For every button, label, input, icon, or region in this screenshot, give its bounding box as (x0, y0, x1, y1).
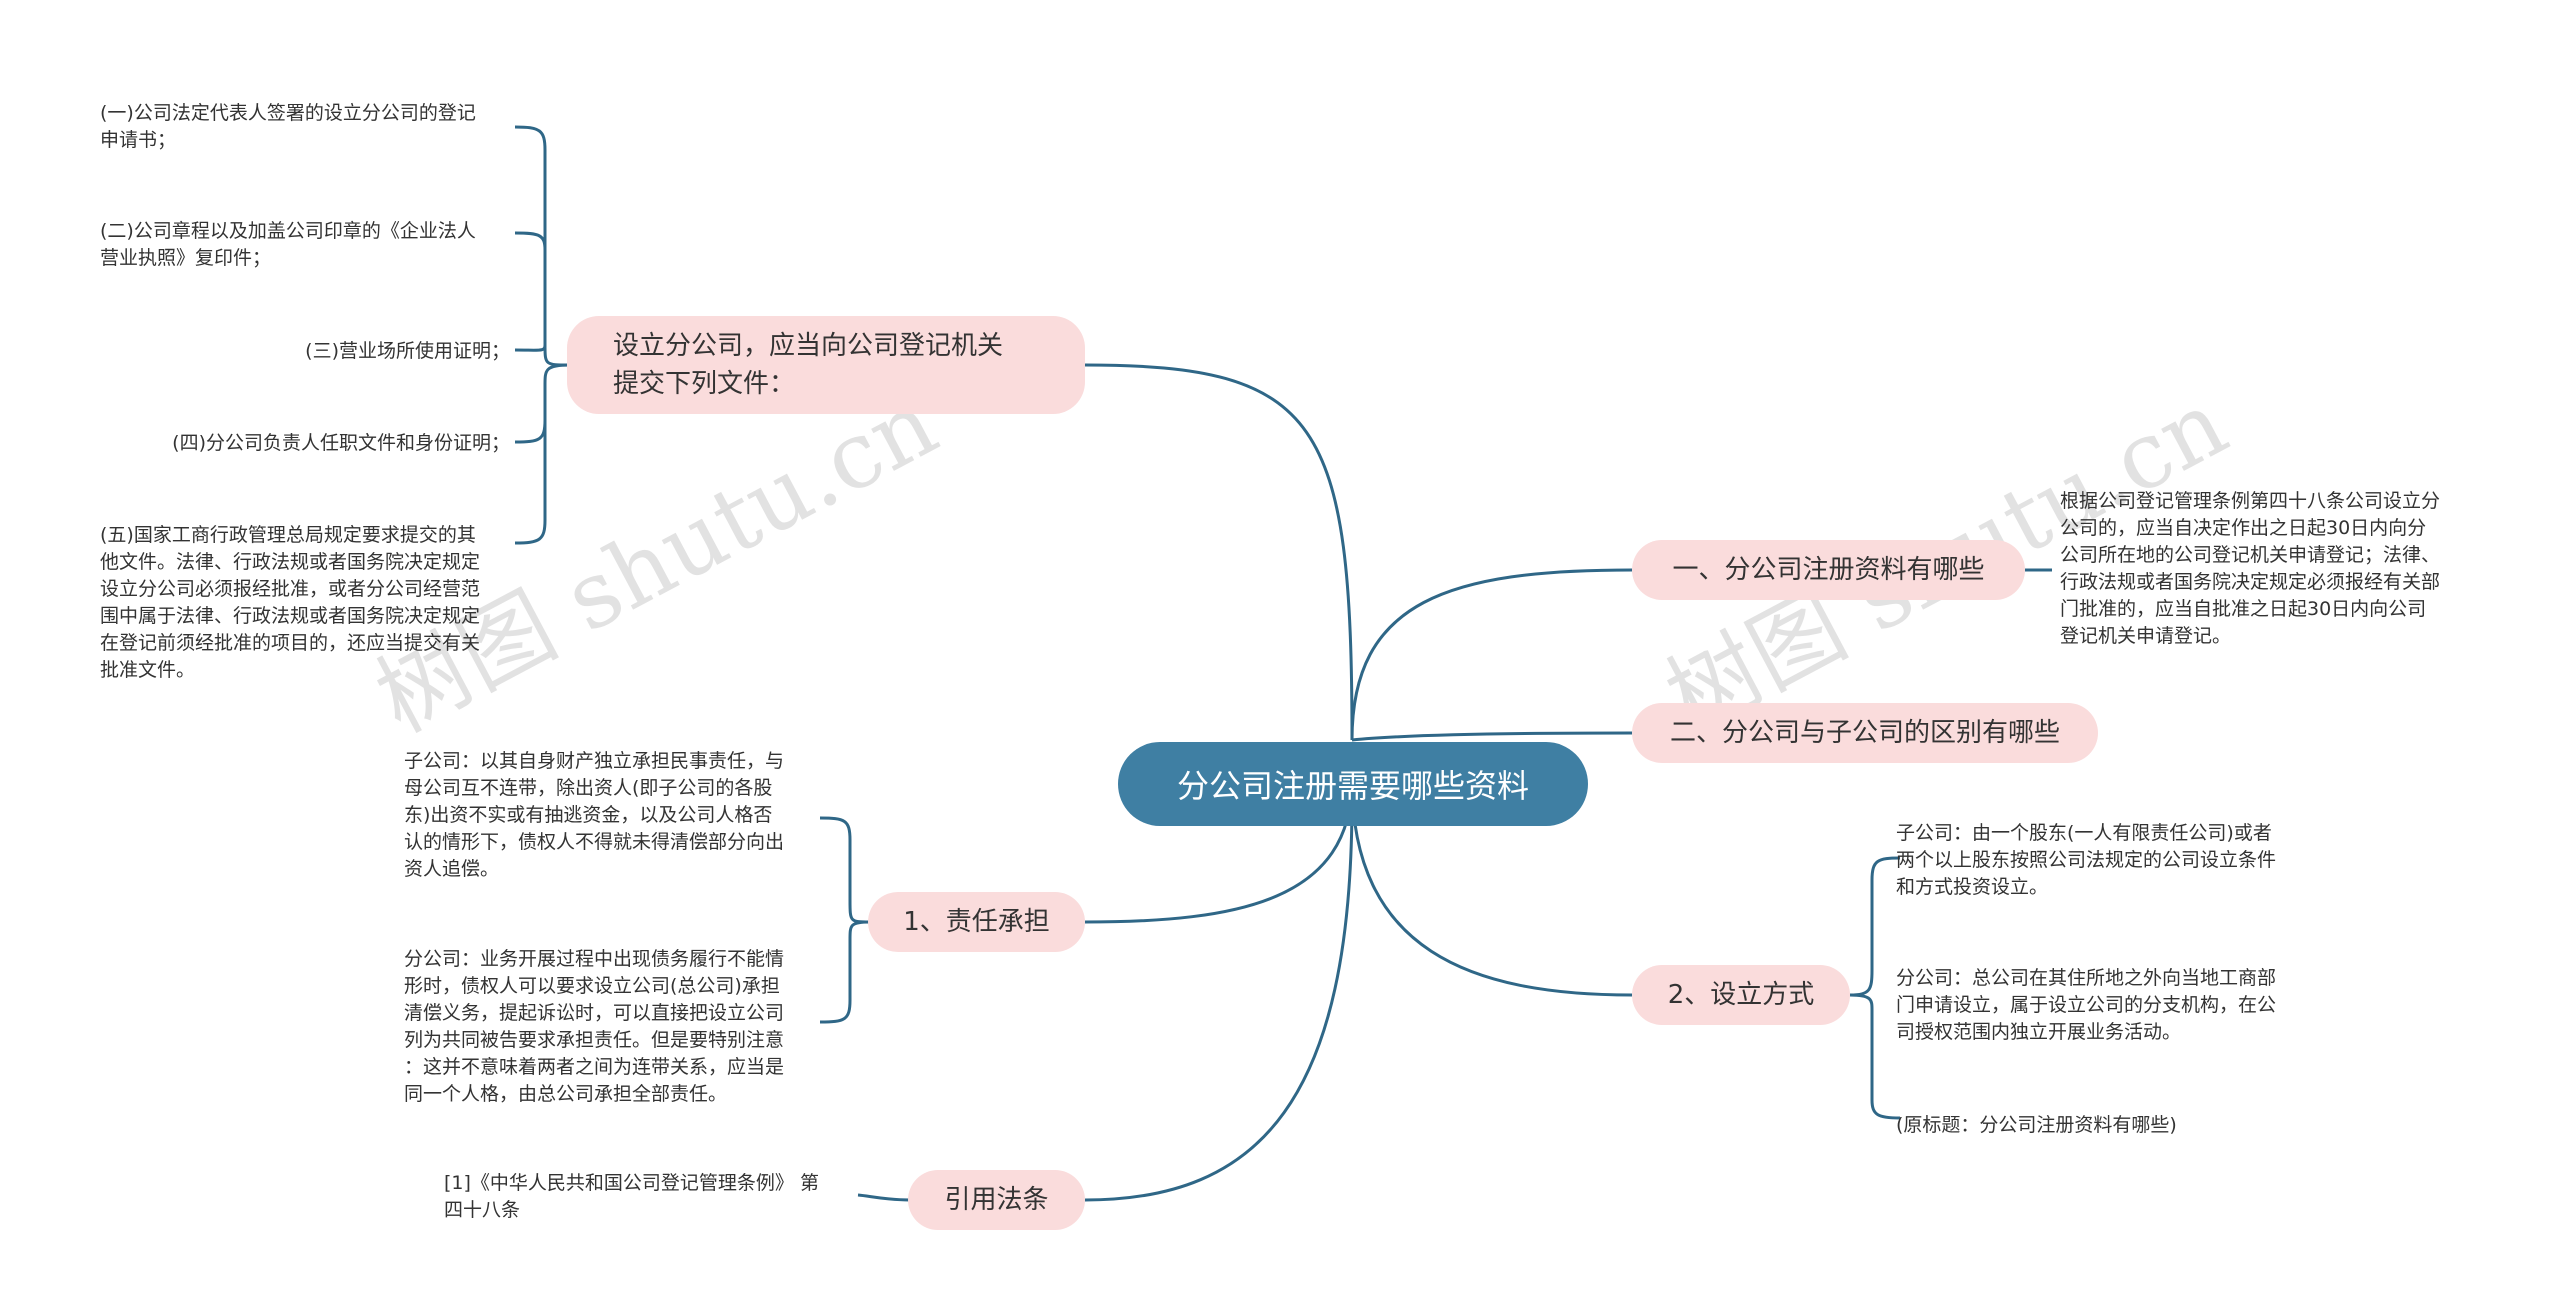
branch-difference[interactable]: 二、分公司与子公司的区别有哪些 (1632, 703, 2098, 763)
bracket-establish (1849, 856, 1901, 1120)
bracket-law-ref (857, 1193, 911, 1202)
link-root-establish (1350, 779, 1633, 997)
branch-what-docs-label: 一、分公司注册资料有哪些 (1672, 555, 1985, 585)
branch-establish[interactable]: 2、设立方式 (1632, 965, 1850, 1025)
branch-liability-label: 1、责任承担 (903, 907, 1050, 937)
leaf-submit-doc-4: (四)分公司负责人任职文件和身份证明； (172, 432, 510, 454)
branch-liability[interactable]: 1、责任承担 (868, 892, 1085, 952)
root-title: 分公司注册需要哪些资料 (1176, 767, 1529, 805)
leaf-original-title: (原标题：分公司注册资料有哪些) (1896, 1114, 2177, 1136)
branch-submit-docs[interactable]: 设立分公司，应当向公司登记机关 提交下列文件： (567, 316, 1085, 414)
branch-submit-docs-label: 设立分公司，应当向公司登记机关 提交下列文件： (613, 331, 1004, 399)
branch-law-ref-label: 引用法条 (944, 1185, 1049, 1215)
root-node[interactable]: 分公司注册需要哪些资料 (1118, 742, 1588, 826)
leaf-submit-doc-5: (五)国家工商行政管理总局规定要求提交的其 他文件。法律、行政法规或者国务院决定… (100, 524, 481, 681)
link-root-law-ref (1084, 799, 1354, 1202)
link-root-what-docs (1350, 568, 1633, 741)
branch-difference-label: 二、分公司与子公司的区别有哪些 (1669, 718, 2060, 748)
leaf-submit-doc-2: (二)公司章程以及加盖公司印章的《企业法人 营业执照》复印件； (100, 220, 476, 269)
leaf-establish-subsidiary: 子公司：由一个股东(一人有限责任公司)或者 两个以上股东按照公司法规定的公司设立… (1896, 822, 2277, 898)
leaf-liability-branch: 分公司：业务开展过程中出现债务履行不能情 形时，债权人可以要求设立公司(总公司)… (404, 948, 785, 1105)
bracket-submit-docs (514, 125, 571, 545)
branch-what-docs[interactable]: 一、分公司注册资料有哪些 (1632, 540, 2025, 600)
leaf-law-ref: [1]《中华人民共和国公司登记管理条例》 第 四十八条 (444, 1172, 819, 1221)
leaf-submit-doc-3: (三)营业场所使用证明； (305, 340, 510, 362)
leaf-establish-branch: 分公司：总公司在其住所地之外向当地工商部 门申请设立，属于设立公司的分支机构，在… (1896, 967, 2277, 1043)
leaf-what-docs: 根据公司登记管理条例第四十八条公司设立分 公司的，应当自决定作出之日起30日内向… (2060, 490, 2441, 647)
branch-establish-label: 2、设立方式 (1667, 980, 1815, 1010)
leaf-liability-subsidiary: 子公司：以其自身财产独立承担民事责任，与 母公司互不连带，除出资人(即子公司的各… (404, 750, 785, 880)
link-root-submit-docs (1084, 363, 1354, 741)
link-root-difference (1351, 731, 1633, 742)
bracket-liability (819, 816, 871, 1024)
leaf-submit-doc-1: (一)公司法定代表人签署的设立分公司的登记 申请书； (100, 102, 476, 151)
branch-law-ref[interactable]: 引用法条 (908, 1170, 1085, 1230)
